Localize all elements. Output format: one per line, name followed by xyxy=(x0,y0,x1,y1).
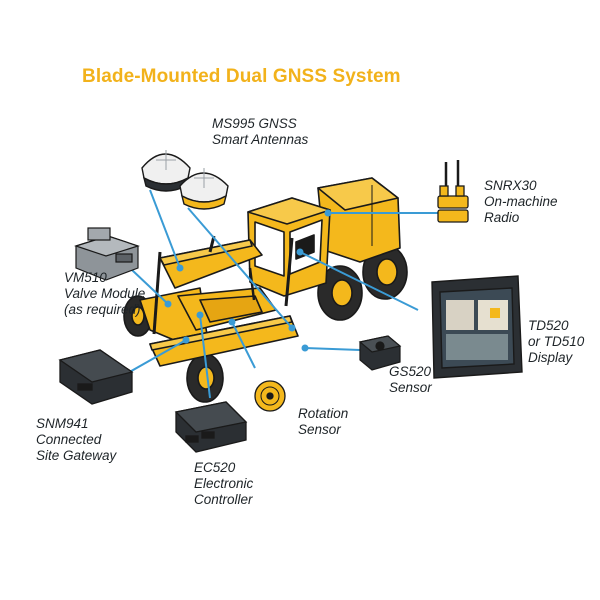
connector-ec520 xyxy=(199,314,211,399)
motor-grader xyxy=(123,177,408,403)
cab-window-front xyxy=(254,221,285,277)
connector-antenna-left xyxy=(149,189,181,269)
connector-vm510 xyxy=(131,269,169,305)
connector-gs520 xyxy=(304,347,361,351)
diagram-title: Blade-Mounted Dual GNSS System xyxy=(82,66,401,87)
valve-module-icon xyxy=(74,227,140,281)
connector-lines xyxy=(125,189,438,399)
display-tablet-icon xyxy=(431,275,523,379)
rotation-sensor-icon xyxy=(254,380,286,412)
gs520-sensor-icon xyxy=(358,335,402,371)
connector-snm941 xyxy=(125,339,187,375)
site-gateway-icon xyxy=(58,349,134,405)
radio-icon xyxy=(437,160,469,223)
connector-antenna-right xyxy=(187,207,293,329)
electronic-controller-icon xyxy=(174,401,248,453)
connector-display xyxy=(299,251,419,311)
gnss-antenna-icon xyxy=(141,150,229,210)
connector-rotation xyxy=(231,321,256,369)
